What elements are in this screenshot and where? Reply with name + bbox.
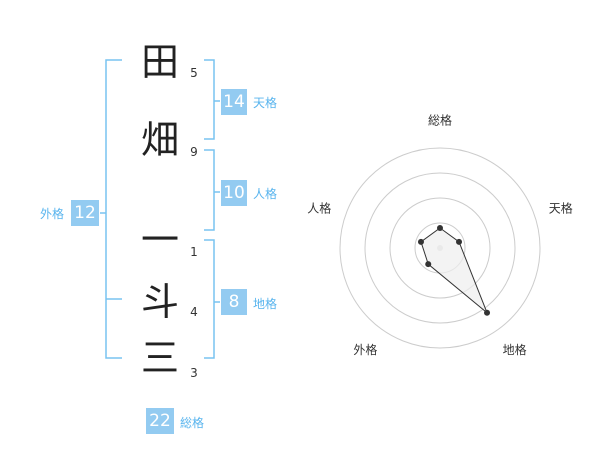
- gaikaku-label: 外格: [40, 207, 65, 221]
- jinkaku-bracket: [204, 149, 215, 231]
- radar-axis-label-3: 地格: [503, 342, 527, 357]
- soukaku-label: 総格: [180, 416, 205, 430]
- radar-ring-4: [339, 147, 541, 349]
- radar-ring-2: [389, 197, 491, 299]
- chikaku-label: 地格: [253, 297, 278, 311]
- gaikaku-value: 12: [71, 200, 99, 226]
- name-char-2: 畑: [140, 118, 179, 162]
- name-char-5: 三: [140, 336, 179, 380]
- radar-axis-label-4: 外格: [353, 342, 377, 357]
- stroke-count-1: 5: [190, 66, 198, 80]
- radar-point-5: [417, 238, 424, 245]
- tenkaku-value: 14: [221, 89, 247, 115]
- radar-axis-label-5: 人格: [307, 200, 331, 215]
- radar-point-3: [484, 309, 491, 316]
- gaikaku-bracket: [105, 59, 122, 359]
- jinkaku-value: 10: [221, 180, 247, 206]
- name-char-1: 田: [140, 40, 179, 84]
- radar-point-1: [437, 225, 443, 231]
- radar-axis-label-1: 総格: [428, 113, 452, 128]
- stroke-count-2: 9: [190, 145, 198, 159]
- stroke-count-3: 1: [190, 245, 198, 259]
- radar-point-4: [425, 261, 432, 268]
- tenkaku-bracket: [204, 59, 215, 140]
- stroke-count-4: 4: [190, 305, 198, 319]
- name-char-3: 一: [140, 218, 179, 262]
- radar-ring-3: [364, 172, 516, 324]
- radar-axis-label-2: 天格: [549, 200, 573, 215]
- chikaku-value: 8: [221, 289, 247, 315]
- stroke-count-5: 3: [190, 366, 198, 380]
- jinkaku-label: 人格: [253, 187, 278, 201]
- tenkaku-label: 天格: [253, 96, 278, 110]
- radar-series-polygon: [420, 227, 488, 314]
- name-char-4: 斗: [140, 280, 179, 324]
- chikaku-bracket: [204, 239, 215, 359]
- soukaku-value: 22: [146, 408, 174, 434]
- radar-point-2: [456, 238, 463, 245]
